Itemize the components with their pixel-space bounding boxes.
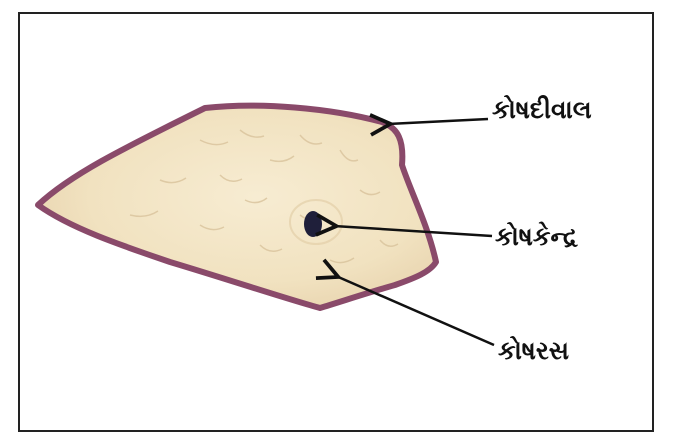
label-cytoplasm: કોષરસ (498, 338, 569, 363)
label-cell-wall: કોષદીવાલ (492, 97, 592, 122)
arrow-cell-wall (388, 119, 488, 124)
nucleus (304, 211, 322, 237)
arrow-cytoplasm (336, 276, 494, 345)
label-nucleus: કોષકેન્દ્ર (495, 224, 578, 249)
cell-wall (38, 106, 436, 308)
